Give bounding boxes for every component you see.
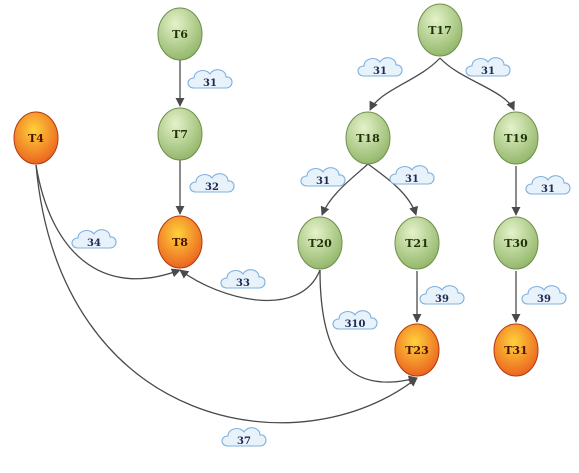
task-label: T8 [172,236,188,249]
cost-label: 32 [205,182,219,193]
task-label: T23 [405,344,429,357]
communication-costs-layer: 31 32 34 33 31 31 31 31 31 39 310 39 37 [71,57,571,447]
task-node-t19: T19 [493,111,539,165]
cost-cloud: 39 [419,285,465,305]
task-ellipse [493,323,539,377]
cloud-icon [389,165,435,185]
cloud-icon [521,285,567,305]
cost-label: 31 [373,66,387,77]
cost-label: 31 [405,174,419,185]
cloud-icon [71,229,117,249]
cost-cloud: 32 [189,173,235,193]
cost-label: 31 [203,78,217,89]
edge-t17-t18 [369,57,441,111]
cloud-icon [357,57,403,77]
cost-cloud: 31 [300,167,346,187]
task-ellipse [493,216,539,270]
task-label: T6 [172,28,188,41]
cost-cloud: 310 [332,310,378,330]
cloud-icon [220,269,266,289]
task-node-t23: T23 [394,323,440,377]
edge-t20-t23 [319,269,418,385]
cost-label: 39 [537,294,551,305]
edge-t18-t21 [367,163,418,216]
task-ellipse [417,3,463,57]
task-node-t30: T30 [493,216,539,270]
cost-label: 31 [316,176,330,187]
task-label: T7 [172,128,188,141]
cloud-icon [419,285,465,305]
cost-cloud: 31 [357,57,403,77]
task-node-t8: T8 [157,215,203,269]
task-node-t6: T6 [157,7,203,61]
cost-cloud: 34 [71,229,117,249]
task-ellipse [394,323,440,377]
cost-cloud: 31 [389,165,435,185]
edge-t17-t19 [439,57,515,111]
cloud-icon [332,310,378,330]
cost-cloud: 31 [525,175,571,195]
cloud-icon [300,167,346,187]
cost-label: 37 [237,436,251,447]
cost-label: 33 [236,278,250,289]
edge-t20-t8 [179,269,321,302]
task-label: T19 [504,132,528,145]
edge-t4-t8 [35,164,181,280]
cost-cloud: 33 [220,269,266,289]
task-node-t4: T4 [13,111,59,165]
edge-t18-t20 [320,163,369,216]
cost-label: 39 [435,294,449,305]
cost-cloud: 39 [521,285,567,305]
edge-t4-t23 [35,164,418,424]
cost-cloud: 31 [465,57,511,77]
task-ellipse [157,7,203,61]
task-node-t20: T20 [297,216,343,270]
cost-label: 310 [345,319,366,330]
task-ellipse [493,111,539,165]
task-label: T30 [504,237,528,250]
task-ellipse [157,215,203,269]
task-ellipse [394,216,440,270]
task-ellipse [297,216,343,270]
cloud-icon [187,69,233,89]
cloud-icon [465,57,511,77]
cloud-icon [525,175,571,195]
task-ellipse [157,107,203,161]
cloud-icon [189,173,235,193]
cost-label: 31 [481,66,495,77]
task-ellipse [13,111,59,165]
cost-label: 34 [87,238,101,249]
task-label: T21 [405,237,429,250]
task-label: T17 [428,24,452,37]
task-node-t31: T31 [493,323,539,377]
cost-cloud: 37 [221,427,267,447]
task-label: T31 [504,344,528,357]
task-label: T4 [28,132,44,145]
cloud-icon [221,427,267,447]
task-label: T20 [308,237,332,250]
task-label: T18 [356,132,380,145]
task-node-t7: T7 [157,107,203,161]
task-node-t21: T21 [394,216,440,270]
task-node-t18: T18 [345,111,391,165]
task-ellipse [345,111,391,165]
task-node-t17: T17 [417,3,463,57]
cost-cloud: 31 [187,69,233,89]
cost-label: 31 [541,184,555,195]
edges-layer [35,57,521,424]
